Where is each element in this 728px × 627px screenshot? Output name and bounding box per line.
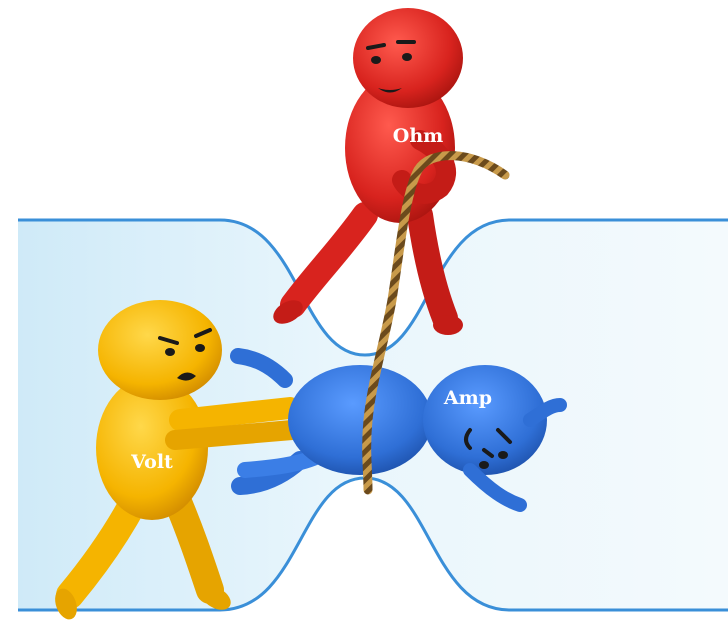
volt-right-foot (201, 586, 231, 610)
ohm-left-leg (280, 202, 378, 318)
volt-right-eye (195, 344, 205, 352)
ohm-character: Ohm (273, 8, 463, 335)
ohm-left-brow (366, 43, 386, 50)
ohm-left-foot (273, 300, 303, 324)
amp-right-arm (523, 398, 567, 427)
ohm-mouth (378, 88, 402, 93)
ohm-left-eye (371, 56, 381, 64)
volt-left-foot (55, 588, 77, 620)
rope (362, 151, 510, 495)
ohm-right-leg (407, 202, 458, 331)
amp-mouth (464, 428, 472, 450)
amp-left-eye (498, 451, 508, 459)
volt-left-eye (165, 348, 175, 356)
amp-right-brow (482, 448, 494, 458)
volt-lower-arm (165, 420, 302, 450)
amp-left-brow (496, 428, 512, 444)
ohm-right-foot (433, 315, 463, 335)
volt-right-brow (194, 328, 212, 338)
amp-head (423, 365, 547, 475)
volt-mouth (177, 372, 196, 381)
amp-left-limb (230, 348, 293, 388)
rope-icon (362, 151, 510, 495)
amp-character: Amp (230, 348, 567, 512)
amp-label: Amp (443, 387, 492, 409)
amp-right-leg (463, 463, 527, 512)
ohm-label: Ohm (393, 125, 443, 147)
volt-character: Volt (55, 300, 302, 620)
amp-right-eye (479, 461, 489, 469)
volt-label: Volt (130, 451, 173, 473)
ohm-right-eye (402, 53, 412, 61)
volt-upper-arm (169, 397, 301, 431)
volt-left-brow (158, 336, 179, 345)
conductor-top-edge (18, 218, 728, 357)
amp-body (288, 365, 432, 475)
